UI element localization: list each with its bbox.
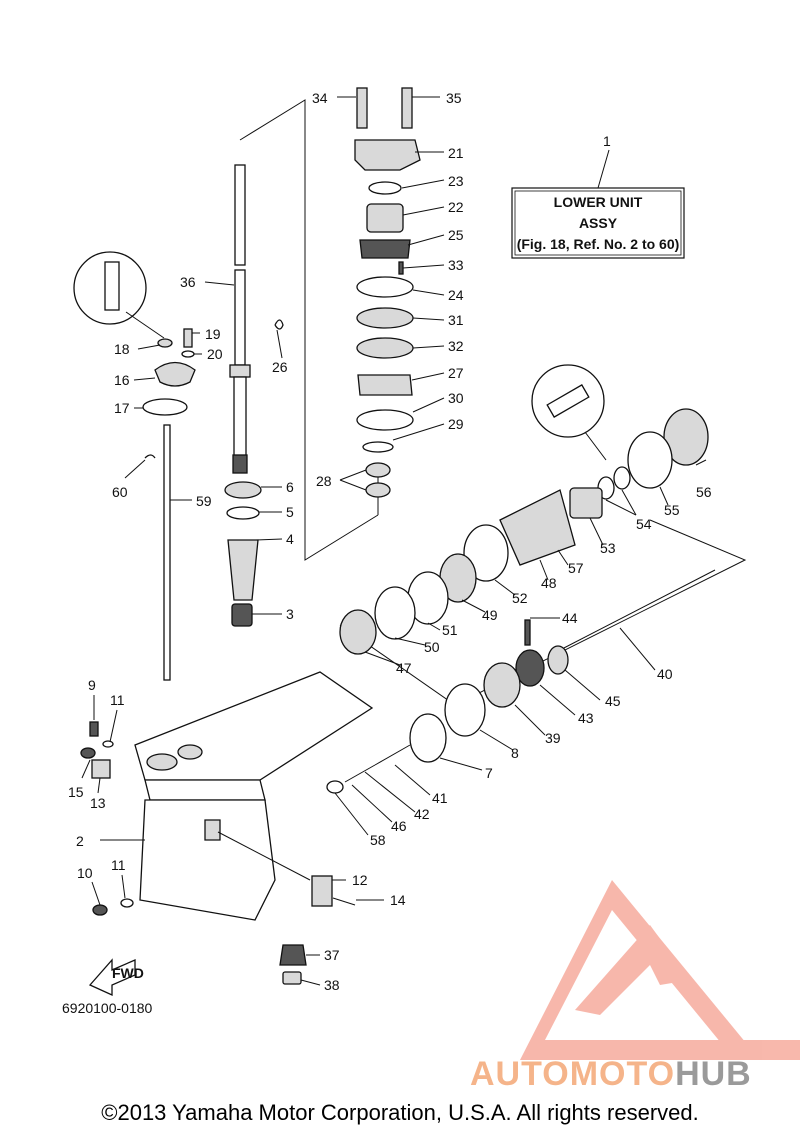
callout-14: 14 [390, 892, 406, 908]
callout-38: 38 [324, 977, 340, 993]
callout-41: 41 [432, 790, 448, 806]
assy-line1: LOWER UNIT [554, 194, 643, 210]
callout-11a: 11 [110, 692, 125, 708]
callout-17: 17 [114, 400, 130, 416]
callout-42: 42 [414, 806, 430, 822]
leader-lines [81, 96, 707, 986]
callout-49: 49 [482, 607, 498, 623]
callout-22: 22 [448, 199, 464, 215]
callout-4: 4 [286, 531, 294, 547]
watermark-logo-icon [520, 880, 800, 1060]
callout-58: 58 [370, 832, 386, 848]
callout-34: 34 [312, 90, 328, 106]
callout-43: 43 [578, 710, 594, 726]
callout-20: 20 [207, 346, 223, 362]
callout-23: 23 [448, 173, 464, 189]
callout-32: 32 [448, 338, 464, 354]
diagram-code: 6920100-0180 [62, 1000, 153, 1016]
callout-56: 56 [696, 484, 712, 500]
callout-8: 8 [511, 745, 519, 761]
callout-16: 16 [114, 372, 130, 388]
callout-5: 5 [286, 504, 294, 520]
callout-11b: 11 [111, 857, 126, 873]
assy-line3: (Fig. 18, Ref. No. 2 to 60) [517, 236, 680, 252]
callout-7: 7 [485, 765, 493, 781]
callout-47: 47 [396, 660, 412, 676]
water-pump-stack [354, 87, 421, 498]
callout-26: 26 [272, 359, 288, 375]
callout-9: 9 [88, 677, 96, 693]
callout-28: 28 [316, 473, 332, 489]
callout-40: 40 [657, 666, 673, 682]
callout-31: 31 [448, 312, 464, 328]
callout-39: 39 [545, 730, 561, 746]
callout-50: 50 [424, 639, 440, 655]
callout-25: 25 [448, 227, 464, 243]
callout-44: 44 [562, 610, 578, 626]
callout-12: 12 [352, 872, 368, 888]
shaft-parts [224, 319, 284, 627]
lower-unit-housing [80, 671, 374, 985]
callout-59: 59 [196, 493, 212, 509]
propeller-shaft-group [326, 364, 716, 794]
callout-30: 30 [448, 390, 464, 406]
callout-52: 52 [512, 590, 528, 606]
callout-24: 24 [448, 287, 464, 303]
fwd-arrow-icon: FWD [88, 958, 144, 997]
callout-27: 27 [448, 365, 464, 381]
callout-10: 10 [77, 865, 93, 881]
assy-line2: ASSY [579, 215, 618, 231]
drive-shaft [229, 164, 251, 474]
callout-19: 19 [205, 326, 221, 342]
callout-33: 33 [448, 257, 464, 273]
callout-18: 18 [114, 341, 130, 357]
fwd-label: FWD [112, 965, 144, 981]
callout-3: 3 [286, 606, 294, 622]
callout-6: 6 [286, 479, 294, 495]
callout-2: 2 [76, 833, 84, 849]
watermark-part2: HUB [675, 1055, 752, 1093]
shift-group [73, 251, 196, 681]
callout-35: 35 [446, 90, 462, 106]
callout-29: 29 [448, 416, 464, 432]
callout-45: 45 [605, 693, 621, 709]
callout-37: 37 [324, 947, 340, 963]
assy-number: 1 [603, 133, 611, 149]
callout-60: 60 [112, 484, 128, 500]
copyright-notice: ©2013 Yamaha Motor Corporation, U.S.A. A… [101, 1100, 699, 1125]
callout-53: 53 [600, 540, 616, 556]
watermark-text: AUTOMOTOHUB [470, 1055, 752, 1094]
callout-55: 55 [664, 502, 680, 518]
callout-51: 51 [442, 622, 458, 638]
callout-21: 21 [448, 145, 464, 161]
callout-13: 13 [90, 795, 106, 811]
assy-box: 1 LOWER UNIT ASSY (Fig. 18, Ref. No. 2 t… [511, 133, 685, 259]
callout-48: 48 [541, 575, 557, 591]
callout-57: 57 [568, 560, 584, 576]
watermark-part1: AUTOMOTO [470, 1055, 676, 1093]
callout-15: 15 [68, 784, 84, 800]
callout-54: 54 [636, 516, 652, 532]
callout-numbers: 34 35 21 23 22 25 33 24 31 32 27 30 29 2… [68, 90, 712, 993]
callout-36: 36 [180, 274, 196, 290]
callout-46: 46 [391, 818, 407, 834]
